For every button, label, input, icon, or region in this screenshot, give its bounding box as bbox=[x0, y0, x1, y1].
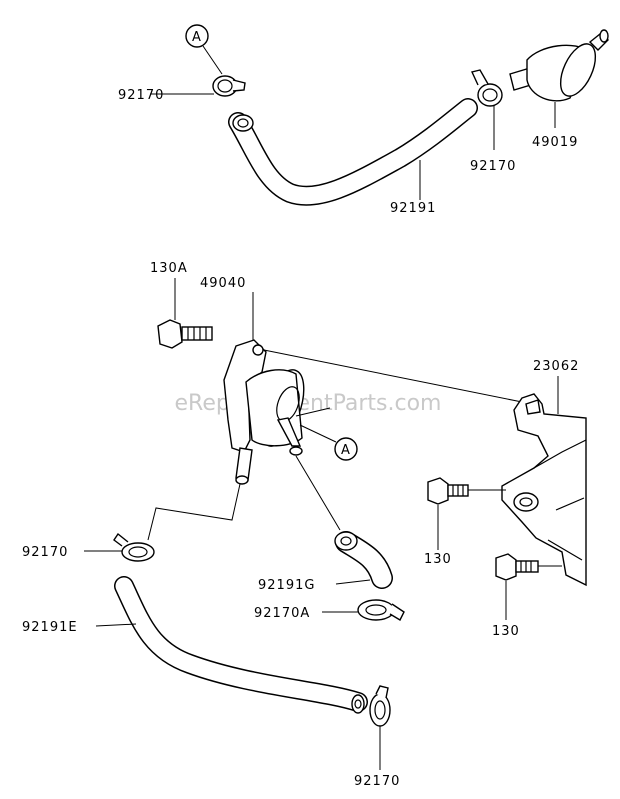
hose-clamp-92170a bbox=[357, 599, 405, 621]
bolt-130a bbox=[157, 319, 213, 349]
label-130-upper: 130 bbox=[424, 552, 452, 567]
label-92170-bottom: 92170 bbox=[354, 774, 400, 789]
label-92191g-hose: 92191G bbox=[258, 578, 315, 593]
label-92191e-hose: 92191E bbox=[22, 620, 78, 635]
reference-callout-a-top: A bbox=[185, 24, 223, 75]
hose-clamp-top-left bbox=[212, 75, 246, 97]
hose-clamp-bottom bbox=[369, 685, 391, 727]
label-92170a-clamp: 92170A bbox=[254, 606, 310, 621]
bolt-130-upper bbox=[427, 477, 469, 505]
mounting-bracket bbox=[501, 393, 587, 587]
watermark-text: eReplacementParts.com bbox=[175, 391, 442, 416]
label-92191-top-hose: 92191 bbox=[390, 201, 436, 216]
fuel-filter bbox=[509, 29, 610, 102]
fuel-hose-g bbox=[334, 531, 393, 589]
svg-text:A: A bbox=[192, 30, 202, 45]
bolt-130-lower bbox=[495, 553, 539, 581]
label-92170-top-left: 92170 bbox=[118, 88, 164, 103]
label-130-lower: 130 bbox=[492, 624, 520, 639]
hose-clamp-top-right bbox=[471, 69, 503, 107]
label-92170-top-right: 92170 bbox=[470, 159, 516, 174]
hose-clamp-mid-left bbox=[113, 532, 155, 562]
label-49019-fuel-filter: 49019 bbox=[532, 135, 578, 150]
svg-text:A: A bbox=[341, 443, 351, 458]
label-49040-fuel-pump: 49040 bbox=[200, 276, 246, 291]
reference-callout-a-middle: A bbox=[295, 407, 358, 461]
fuel-hose-top bbox=[228, 98, 478, 206]
fuel-pump bbox=[223, 339, 305, 485]
label-130a-bolt: 130A bbox=[150, 261, 188, 276]
fuel-hose-e bbox=[114, 576, 368, 714]
label-23062-bracket: 23062 bbox=[533, 359, 579, 374]
label-92170-mid-left: 92170 bbox=[22, 545, 68, 560]
